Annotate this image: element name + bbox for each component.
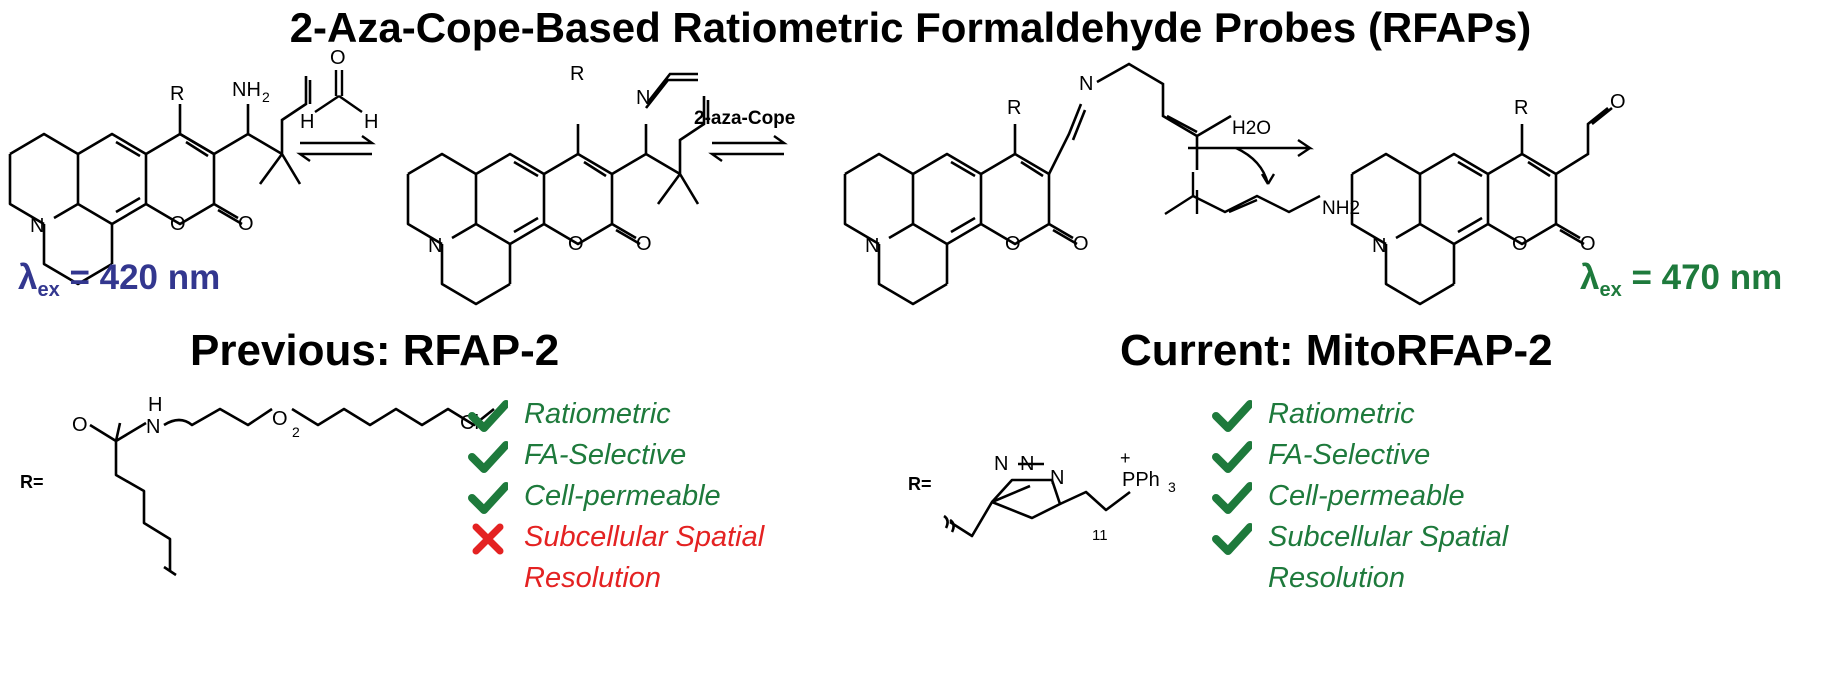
excitation-label-470: λex = 470 nm	[1580, 258, 1783, 301]
current-feature-5: Resolution	[1268, 562, 1406, 594]
triazole-n1: N	[994, 453, 1008, 475]
phosphonium-sub: 3	[1168, 479, 1176, 495]
water-label: H2O	[1232, 118, 1271, 139]
check-icon	[468, 400, 508, 432]
svg-text:N: N	[1079, 73, 1093, 95]
formaldehyde-h2: H	[364, 111, 378, 133]
chain-subscript: 11	[1092, 527, 1108, 544]
triazole-n3: N	[1050, 467, 1064, 489]
check-icon	[468, 482, 508, 514]
svg-text:R: R	[1514, 97, 1528, 119]
check-icon	[1212, 441, 1252, 473]
cross-icon	[472, 523, 504, 555]
amide-o: O	[72, 414, 88, 436]
svg-text:O: O	[568, 233, 584, 255]
svg-text:R: R	[1007, 97, 1021, 119]
svg-text:N: N	[865, 235, 879, 257]
previous-feature-4: Subcellular Spatial	[468, 517, 828, 558]
current-feature-2: FA-Selective	[1212, 435, 1572, 476]
svg-text:O: O	[1512, 233, 1528, 255]
svg-text:O: O	[1073, 233, 1089, 255]
current-feature-3: Cell-permeable	[1212, 476, 1572, 517]
check-icon	[1212, 482, 1252, 514]
svg-text:R: R	[170, 83, 184, 105]
current-features: Ratiometric FA-Selective Cell-permeable …	[1212, 394, 1572, 599]
triazole-n2: N	[1020, 453, 1034, 475]
svg-text:N: N	[428, 235, 442, 257]
previous-features: Ratiometric FA-Selective Cell-permeable …	[468, 394, 828, 599]
previous-r-label: R=	[20, 472, 44, 492]
current-feature-1: Ratiometric	[1212, 394, 1572, 435]
svg-text:N: N	[1372, 235, 1386, 257]
current-feature-4: Subcellular Spatial	[1212, 517, 1572, 558]
previous-feature-2: FA-Selective	[468, 435, 828, 476]
svg-text:N: N	[636, 87, 650, 109]
formaldehyde-o: O	[330, 47, 346, 69]
current-heading: Current: MitoRFAP-2	[1120, 326, 1553, 375]
previous-feature-3: Cell-permeable	[468, 476, 828, 517]
svg-text:O: O	[1610, 91, 1626, 113]
phosphonium-label: PPh	[1122, 469, 1160, 491]
check-icon	[1212, 523, 1252, 555]
mitorfap2-r-group: N N N 11 PPh 3 +	[943, 448, 1176, 544]
excitation-label-420: λex = 420 nm	[18, 258, 221, 301]
phosphonium-charge: +	[1120, 448, 1131, 468]
formaldehyde-h1: H	[300, 111, 314, 133]
rfap2-r-group: O N H O 2 Cl	[72, 395, 495, 577]
ether-o: O	[272, 408, 288, 430]
svg-text:O: O	[1580, 233, 1596, 255]
byproduct-amine: NH2	[1322, 198, 1360, 219]
amide-h: H	[148, 395, 162, 416]
o-atom-1: O	[170, 213, 186, 235]
previous-heading: Previous: RFAP-2	[190, 326, 560, 375]
check-icon	[468, 441, 508, 473]
svg-text:2: 2	[262, 89, 270, 105]
aza-cope-label: 2-aza-Cope	[694, 108, 795, 129]
previous-feature-5: Resolution	[524, 562, 662, 594]
figure-title: 2-Aza-Cope-Based Ratiometric Formaldehyd…	[289, 4, 1532, 51]
previous-feature-1: Ratiometric	[468, 394, 828, 435]
svg-text:R: R	[570, 63, 584, 85]
svg-text:NH: NH	[232, 79, 261, 101]
peg-subscript: 2	[292, 424, 300, 440]
n-atom-1: N	[30, 215, 44, 237]
check-icon	[1212, 400, 1252, 432]
amide-n: N	[146, 416, 160, 438]
svg-text:O: O	[1005, 233, 1021, 255]
current-r-label: R=	[908, 474, 932, 494]
svg-text:O: O	[636, 233, 652, 255]
carbonyl-o-1: O	[238, 213, 254, 235]
